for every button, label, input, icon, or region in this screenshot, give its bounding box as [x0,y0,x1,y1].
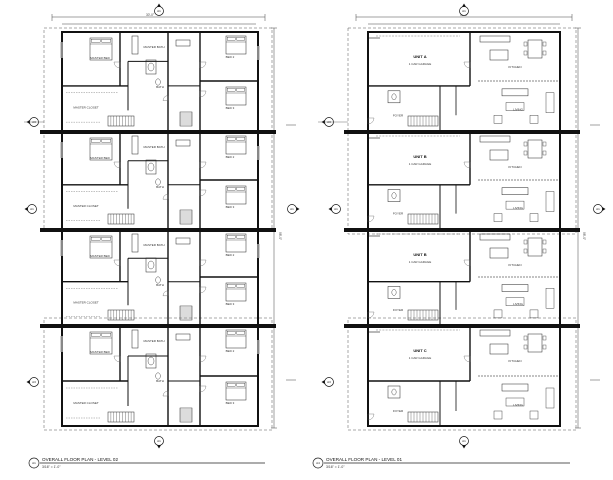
top-dimension [355,14,573,25]
side-dimension-label: 98'-0" [278,232,282,240]
party-walls [40,130,276,328]
room-label-master-bed: MASTER BED [90,350,110,354]
room-label-master-bed: MASTER BED [90,156,110,160]
room-label-bath: BATH [156,379,164,383]
room-label-kitchen: KITCHEN [508,263,521,267]
section-marker-label: A1 [596,207,600,211]
section-marker-label: A1 [157,9,161,13]
room-label-master-bath: MASTER BATH [143,339,164,343]
room-label-kitchen: KITCHEN [508,165,521,169]
section-marker-label: A1 [290,207,294,211]
room-label-master-bed: MASTER BED [90,56,110,60]
room-label-master-bed: MASTER BED [90,254,110,258]
room-label-master-bath: MASTER BATH [143,243,164,247]
unit-label: UNIT B [413,252,426,257]
section-marker: A1 [459,436,469,449]
room-label-foyer: FOYER [393,212,404,216]
section-marker: A1 [328,204,341,214]
room-label-kitchen: KITCHEN [508,65,521,69]
room-label-master-closet: MASTER CLOSET [73,300,99,304]
room-label-living: LIVING [513,403,524,407]
drawing-scale: 3/16" = 1'-0" [326,465,345,469]
room-label-bath: BATH [156,283,164,287]
room-label-living: LIVING [513,302,524,306]
section-marker: A1 [154,3,164,16]
drawing-title: OVERALL FLOOR PLAN - LEVEL 02 [42,457,118,462]
room-label-master-closet: MASTER CLOSET [73,204,99,208]
section-marker-label: A1 [334,207,338,211]
drawing-number-bubble [312,457,324,469]
drawing-title: OVERALL FLOOR PLAN - LEVEL 01 [326,457,402,462]
room-label-garage: 1 CAR GARAGE [409,62,432,66]
room-label-master-bath: MASTER BATH [143,45,164,49]
unit-label: UNIT B [413,154,426,159]
side-dimension-label: 98'-0" [582,232,586,240]
section-marker-label: A1 [157,439,161,443]
unit-label: UNIT C [413,348,426,353]
room-label-bed-2: BED 2 [226,253,235,257]
top-dimension [51,14,266,25]
unit-label: UNIT A [413,54,426,59]
drawing-number: A4 [316,461,320,465]
top-dimension-label: 30'-0" [146,13,154,17]
level-01-units: UNIT A1 CAR GARAGEKITCHENLIVINGFOYERUNIT… [367,32,560,426]
section-marker-label: A1 [462,439,466,443]
room-label-garage: 1 CAR GARAGE [409,356,432,360]
level-02-unit: MASTER BED MASTER BATH MASTER CLOSET BATH BE… [60,132,260,228]
section-marker-label: A3 [327,380,331,384]
section-marker: A3 [26,377,39,387]
drawing-number: A1 [32,461,36,465]
drawing-scale: 3/16" = 1'-0" [42,465,61,469]
room-label-bed-2: BED 2 [226,349,235,353]
section-marker: A3 [321,377,334,387]
level-02-unit: MASTER BED MASTER BATH MASTER CLOSET BATH BE… [60,230,260,324]
level-01-unit: UNIT A 1 CAR GARAGE KITCHEN LIVING FOYER [367,32,560,130]
room-label-bath: BATH [156,185,164,189]
section-marker-label: A3 [32,380,36,384]
level-02-unit: MASTER BED MASTER BATH MASTER CLOSET BATH BE… [60,326,260,426]
room-label-bed-3: BED 3 [226,401,235,405]
room-label-bed-2: BED 2 [226,55,235,59]
room-label-garage: 1 CAR GARAGE [409,162,432,166]
room-label-kitchen: KITCHEN [508,359,521,363]
section-marker: A1 [154,436,164,449]
section-marker-label: A1 [462,9,466,13]
room-label-master-closet: MASTER CLOSET [73,401,99,405]
right-title-block: A4 OVERALL FLOOR PLAN - LEVEL 01 3/16" =… [312,457,570,469]
room-label-bed-2: BED 2 [226,155,235,159]
room-label-master-bath: MASTER BATH [143,145,164,149]
room-label-living: LIVING [513,206,524,210]
room-label-foyer: FOYER [393,409,404,413]
level-02-unit: MASTER BED MASTER BATH MASTER CLOSET BATH BE… [60,32,260,130]
level-01-floor-plan: 30'-0" 98'-0" UNIT A1 CAR GARAGEKITCHENL… [344,13,586,431]
room-label-foyer: FOYER [393,308,404,312]
level-01-unit: UNIT B 1 CAR GARAGE KITCHEN LIVING FOYER [367,132,560,228]
party-walls [344,130,580,328]
section-marker: A1 [24,204,37,214]
section-marker: A1 [593,204,606,214]
level-01-unit: UNIT B 1 CAR GARAGE KITCHEN LIVING FOYER [367,230,560,324]
room-label-bed-3: BED 3 [226,302,235,306]
section-marker-label: A1 [30,207,34,211]
level-01-unit: UNIT C 1 CAR GARAGE KITCHEN LIVING FOYER [367,326,560,426]
room-label-master-closet: MASTER CLOSET [73,105,99,109]
section-marker: A1 [287,204,300,214]
left-title-block: A1 OVERALL FLOOR PLAN - LEVEL 02 3/16" =… [28,457,265,469]
room-label-bath: BATH [156,85,164,89]
section-marker: A1 [459,3,469,16]
drawing-number-bubble [28,457,40,469]
room-label-living: LIVING [513,107,524,111]
room-label-bed-3: BED 3 [226,205,235,209]
room-label-foyer: FOYER [393,113,404,117]
level-02-units: MASTER BED MASTER BATH MASTER CLOSET BATH BE… [60,32,260,426]
room-label-garage: 1 CAR GARAGE [409,260,432,264]
room-label-bed-3: BED 3 [226,106,235,110]
